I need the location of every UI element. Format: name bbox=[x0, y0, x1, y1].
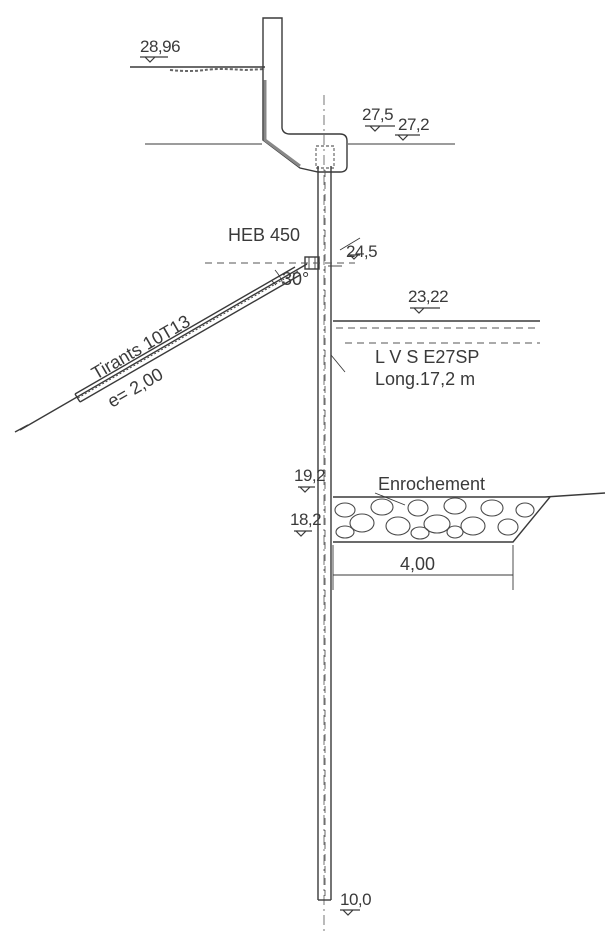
sheet-pile bbox=[315, 145, 335, 901]
riprap-mound bbox=[333, 492, 606, 543]
sheet-pile-leader bbox=[330, 354, 346, 373]
riprap-width-label: 4,00 bbox=[400, 554, 435, 574]
tie-rod bbox=[14, 263, 308, 433]
elevation-top-wall: 28,96 bbox=[140, 37, 180, 56]
elevation-rock-top: 19,2 bbox=[294, 466, 325, 485]
elevation-rock-bottom: 18,2 bbox=[290, 510, 321, 529]
riprap-width-dimension bbox=[332, 545, 514, 590]
upper-ground bbox=[130, 66, 266, 72]
level-markers bbox=[140, 56, 440, 916]
water-surface bbox=[333, 320, 540, 344]
angle-label: 30° bbox=[282, 269, 309, 289]
elevation-slab-top: 27,5 bbox=[362, 105, 393, 124]
waler-label: HEB 450 bbox=[228, 225, 300, 245]
retaining-wall bbox=[262, 17, 348, 173]
sheet-length-label: Long.17,2 m bbox=[375, 369, 475, 389]
riprap-label: Enrochement bbox=[378, 474, 485, 494]
elevation-slab-side: 27,2 bbox=[398, 115, 429, 134]
elevation-anchor: 24,5 bbox=[346, 242, 377, 261]
elevation-water: 23,22 bbox=[408, 287, 448, 306]
elevation-pile-toe: 10,0 bbox=[340, 890, 371, 909]
sheet-pile-label: L V S E27SP bbox=[375, 347, 479, 367]
waler-beam bbox=[205, 237, 361, 270]
